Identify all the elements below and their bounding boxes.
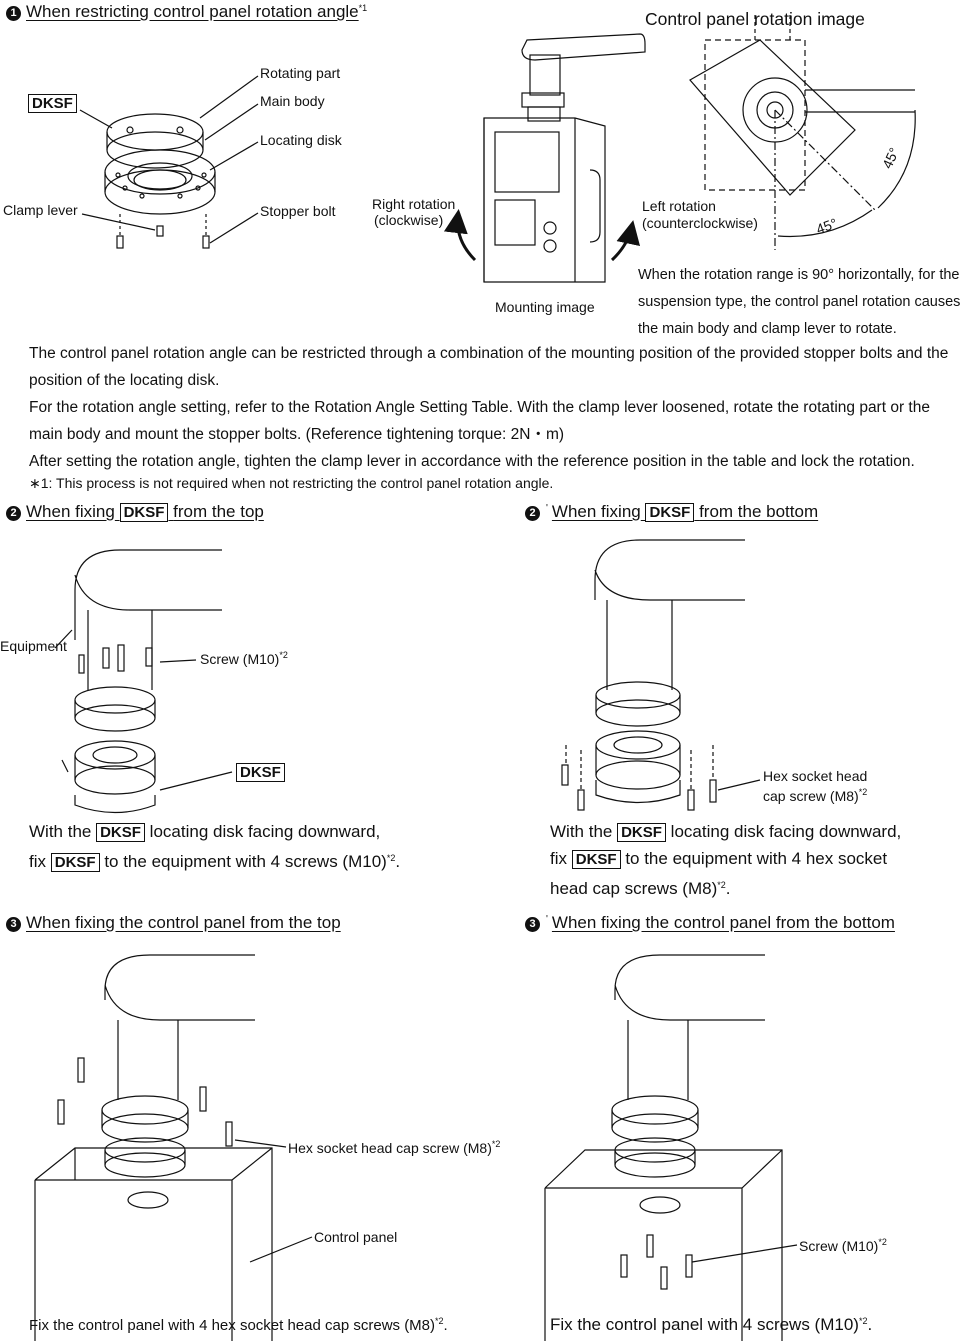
label-hex-socket-m8: Hex socket head cap screw (M8)*2 (763, 768, 868, 804)
section2-caption: With the DKSF locating disk facing downw… (29, 822, 401, 872)
paragraph-line: The control panel rotation angle can be … (29, 345, 949, 362)
section-number-2b: 2 (525, 506, 540, 521)
label-stopper-bolt: Stopper bolt (260, 203, 336, 219)
panel-bottom-diagram (544, 954, 798, 1341)
section2b-heading: 2'When fixing DKSF from the bottom (525, 502, 818, 522)
section3-heading: 3 When fixing the control panel from the … (6, 913, 341, 933)
section1-paragraph: The control panel rotation angle can be … (29, 340, 964, 475)
dksf-tag: DKSF (50, 853, 100, 872)
section2-heading: 2 When fixing DKSF from the top (6, 502, 264, 522)
panel-top-diagram (34, 954, 313, 1341)
rotation-image-title: Control panel rotation image (645, 9, 865, 29)
section1-title-sup: *1 (358, 3, 368, 13)
dksf-tag: DKSF (617, 823, 666, 842)
section-number-2: 2 (6, 506, 21, 521)
rotation-note-line: suspension type, the control panel rotat… (638, 294, 961, 310)
dksf-tag: DKSF (96, 823, 145, 842)
rotation-note-line: the main body and clamp lever to rotate. (638, 321, 897, 337)
section3-title: When fixing the control panel from the t… (26, 913, 341, 932)
label-clamp-lever: Clamp lever (3, 202, 78, 218)
dksf-tag: DKSF (645, 503, 695, 522)
label-control-panel: Control panel (314, 1229, 398, 1245)
dksf-ring-diagram (79, 75, 259, 249)
section-number-1: 1 (6, 6, 21, 21)
label-screw-m10: Screw (M10)*2 (799, 1237, 887, 1254)
section1-heading: 1 When restricting control panel rotation… (6, 2, 367, 22)
dksf-bottom-diagram (561, 539, 761, 811)
dksf-top-diagram (54, 549, 233, 814)
rotation-top-view (689, 15, 916, 250)
label-left-rotation-sub: (counterclockwise) (642, 215, 758, 231)
mounting-image (443, 33, 646, 283)
label-mounting-image: Mounting image (495, 299, 595, 315)
section2b-caption: With the DKSF locating disk facing downw… (550, 822, 902, 898)
rotation-note-line: When the rotation range is 90° horizonta… (638, 267, 960, 283)
paragraph-line: After setting the rotation angle, tighte… (29, 453, 915, 470)
section2-title-post: from the top (173, 502, 264, 521)
label-hex-socket-m8: Hex socket head cap screw (M8)*2 (288, 1139, 501, 1156)
dksf-tag: DKSF (119, 503, 169, 522)
dksf-tag: DKSF (571, 850, 621, 869)
rotation-note: When the rotation range is 90° horizonta… (638, 262, 960, 343)
section-number-3b: 3 (525, 917, 540, 932)
footnote-1: ∗1: This process is not required when no… (29, 475, 554, 491)
section1-title: When restricting control panel rotation … (26, 2, 359, 21)
dksf-tag: DKSF (236, 763, 285, 782)
label-equipment: Equipment (0, 638, 67, 654)
label-left-rotation: Left rotation (642, 198, 716, 214)
label-right-rotation: Right rotation (372, 196, 456, 212)
label-right-rotation-sub: (clockwise) (374, 212, 444, 228)
section3b-title: When fixing the control panel from the b… (551, 913, 895, 932)
section3b-heading: 3'When fixing the control panel from the… (525, 913, 895, 933)
label-main-body: Main body (260, 93, 325, 109)
label-screw-m10: Screw (M10)*2 (200, 650, 288, 667)
section-number-3: 3 (6, 917, 21, 932)
paragraph-line: main body and mount the stopper bolts. (… (29, 426, 565, 443)
label-locating-disk: Locating disk (260, 132, 342, 148)
paragraph-line: For the rotation angle setting, refer to… (29, 399, 930, 416)
section3b-caption: Fix the control panel with 4 screws (M10… (550, 1315, 873, 1334)
dksf-tag: DKSF (28, 94, 77, 113)
label-rotating-part: Rotating part (260, 65, 341, 81)
paragraph-line: position of the locating disk. (29, 372, 220, 389)
section3-caption: Fix the control panel with 4 hex socket … (29, 1316, 448, 1334)
section2-title-pre: When fixing (26, 502, 115, 521)
